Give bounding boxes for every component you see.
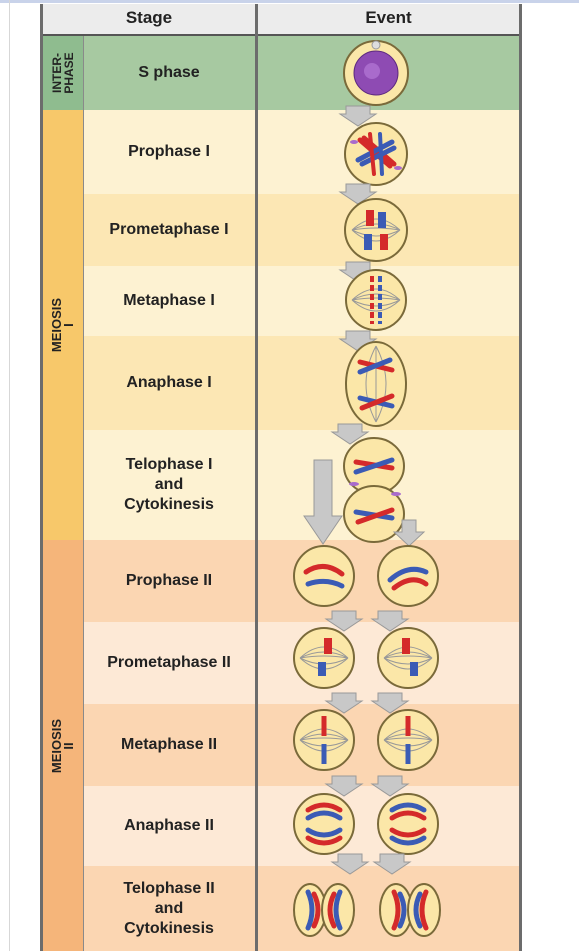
anaphase-1-cell xyxy=(345,341,407,427)
arrow-9b xyxy=(373,853,411,875)
stage-metaphase-2: Metaphase II xyxy=(120,736,218,753)
stage-telophase-1: Telophase I and Cytokinesis xyxy=(124,456,214,513)
prophase-2-cell-left xyxy=(293,545,355,607)
anaphase-2-cell-right xyxy=(377,793,439,855)
anaphase-2-cell-left xyxy=(293,793,355,855)
row-metaphase1-bg xyxy=(83,266,519,336)
interphase-label: INTER- PHASE xyxy=(50,52,76,94)
stage-prophase-2: Prophase II xyxy=(125,572,213,589)
meiosis1-group: MEIOSIS I xyxy=(43,110,83,540)
prometaphase-1-cell xyxy=(344,198,408,262)
prometaphase-2-cell-left xyxy=(293,627,355,689)
page-left-border xyxy=(9,0,10,951)
stage-column-header: Stage xyxy=(43,4,255,36)
prophase-1-cell xyxy=(344,122,408,186)
stage-prometaphase-2: Prometaphase II xyxy=(107,654,231,671)
row-prophase1-bg xyxy=(83,110,519,194)
group-separator xyxy=(83,36,84,951)
event-illustrations xyxy=(293,40,441,937)
header-separator xyxy=(255,4,258,36)
stage-anaphase-1: Anaphase I xyxy=(126,374,212,391)
stage-prometaphase-1: Prometaphase I xyxy=(109,221,229,238)
telophase-1-cell xyxy=(343,437,405,543)
stage-anaphase-2: Anaphase II xyxy=(124,817,214,834)
row-s-phase-bg xyxy=(83,36,519,110)
telophase-2-cell-left xyxy=(293,883,355,937)
telophase-2-cell-right xyxy=(379,883,441,937)
stage-prophase-1: Prophase I xyxy=(128,143,210,160)
meiosis2-label: MEIOSIS II xyxy=(49,718,76,773)
meiosis2-group: MEIOSIS II xyxy=(43,540,83,951)
s-phase-cell xyxy=(343,40,409,106)
arrow-8a xyxy=(325,775,363,797)
metaphase-2-cell-right xyxy=(377,709,439,771)
metaphase-2-cell-left xyxy=(293,709,355,771)
top-border xyxy=(0,0,579,3)
row-prometaphase1-bg xyxy=(83,194,519,266)
stage-s-phase: S phase xyxy=(138,64,200,81)
prometaphase-2-cell-right xyxy=(377,627,439,689)
row-anaphase1-bg xyxy=(83,336,519,430)
interphase-group: INTER- PHASE xyxy=(43,36,83,110)
event-column-header: Event xyxy=(258,4,519,36)
prophase-2-cell-right xyxy=(377,545,439,607)
arrow-9a xyxy=(331,853,369,875)
stage-telophase-2: Telophase II and Cytokinesis xyxy=(123,879,215,937)
row-telophase1-bg xyxy=(83,430,519,540)
metaphase-1-cell xyxy=(345,269,407,331)
arrow-8b xyxy=(371,775,409,797)
column-separator xyxy=(255,36,258,951)
stage-metaphase-1: Metaphase I xyxy=(123,292,215,309)
meiosis1-label: MEIOSIS I xyxy=(49,297,76,353)
arrow-split-right xyxy=(392,519,426,547)
arrow-split-left xyxy=(303,459,343,545)
